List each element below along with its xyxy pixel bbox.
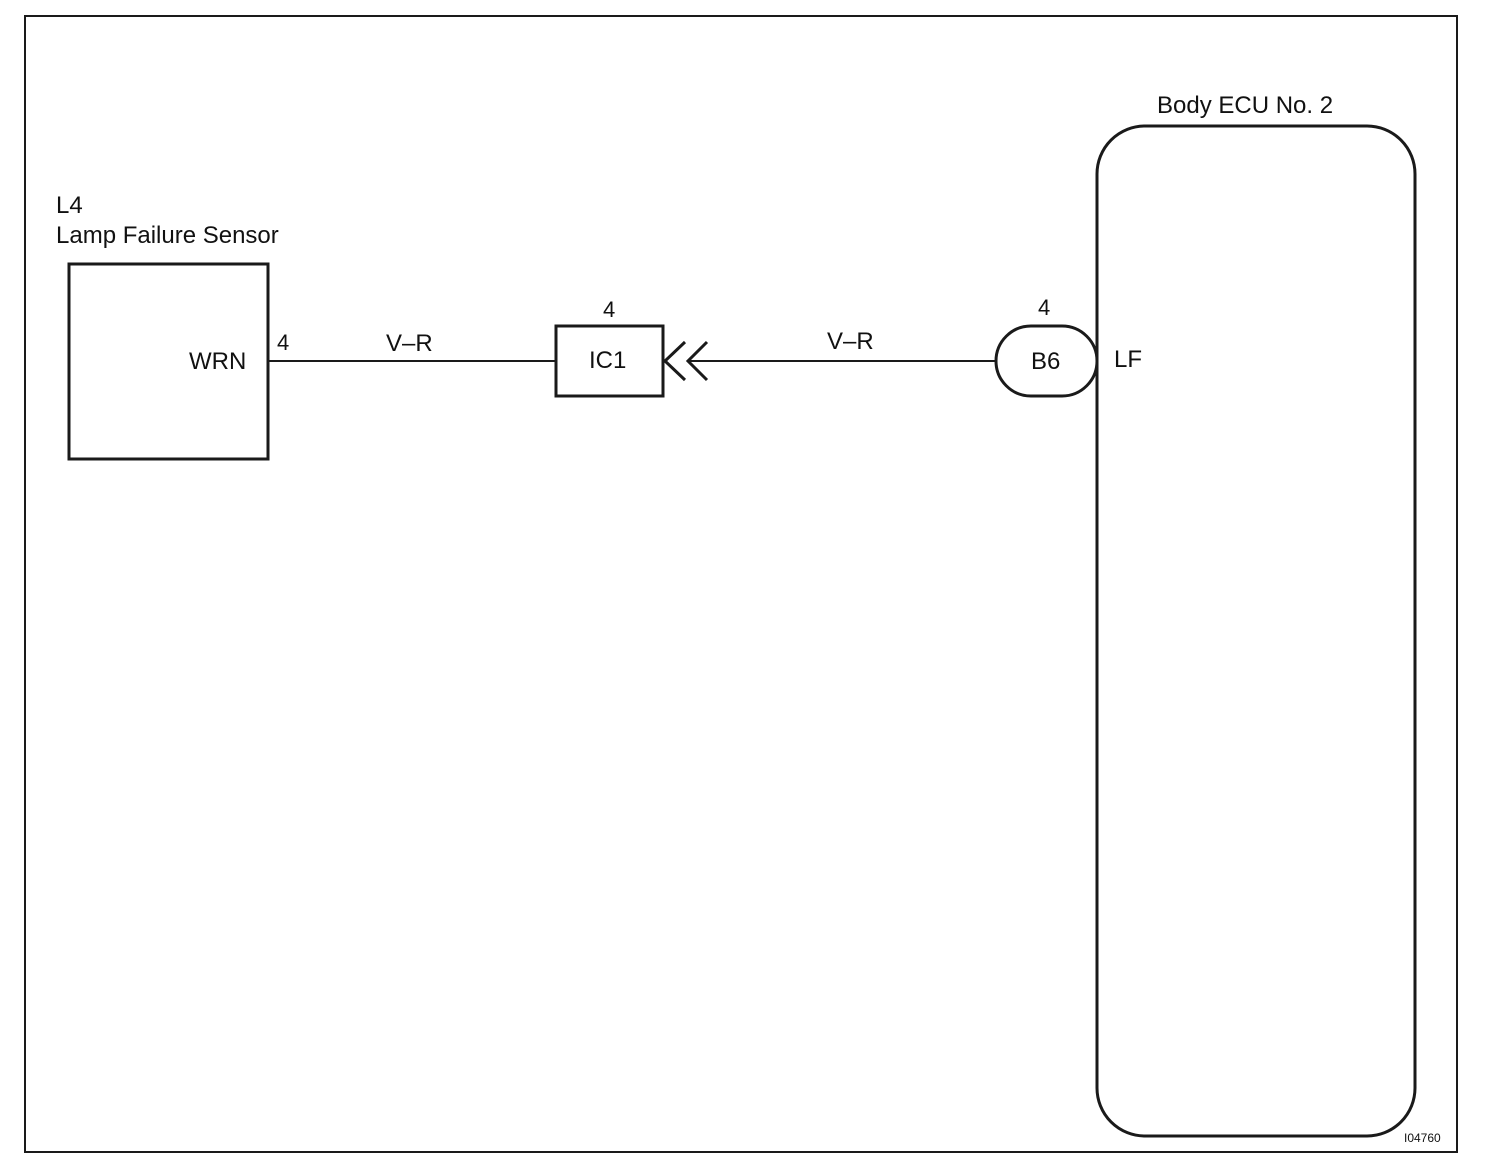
- sensor-terminal-label: WRN: [189, 348, 247, 375]
- b6-label: B6: [1031, 348, 1061, 375]
- ic1-label: IC1: [589, 347, 627, 374]
- connector-chevron-outer: [662, 340, 687, 382]
- body-ecu-terminal-label: LF: [1114, 346, 1143, 373]
- sensor-code-label: L4: [56, 192, 83, 219]
- body-ecu-name: Body ECU No. 2: [1157, 92, 1334, 119]
- ic1-pin-label: 4: [603, 297, 616, 322]
- figure-id: I04760: [1404, 1131, 1441, 1145]
- wire-left-color: V–R: [386, 330, 433, 357]
- sensor-pin-label: 4: [277, 330, 290, 355]
- connector-chevron-inner: [685, 340, 709, 382]
- b6-pin-label: 4: [1038, 295, 1051, 320]
- body-ecu-box: [1095, 124, 1417, 1138]
- wire-right-color: V–R: [827, 328, 874, 355]
- sensor-name-label: Lamp Failure Sensor: [56, 222, 279, 249]
- diagram-frame: [24, 15, 1458, 1153]
